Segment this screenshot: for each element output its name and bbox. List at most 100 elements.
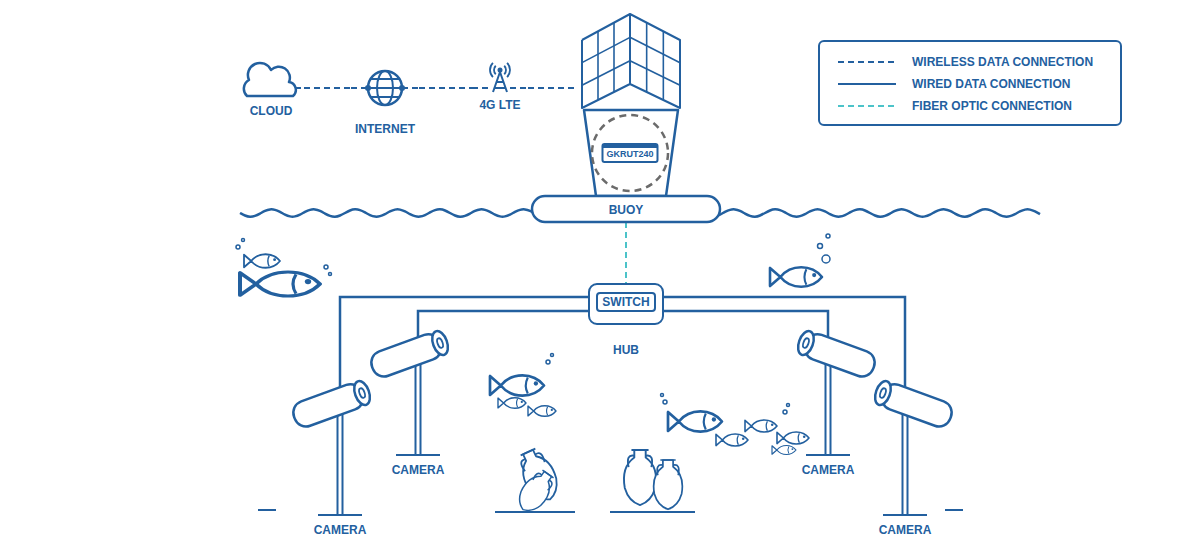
camera-drawing — [872, 372, 955, 515]
solar-array — [582, 14, 680, 108]
camera-post — [806, 362, 850, 455]
bubbles — [818, 244, 823, 249]
fish — [498, 398, 526, 409]
switch-label: SWITCH — [596, 292, 655, 312]
amphora — [624, 450, 656, 505]
signal-arc — [494, 66, 496, 74]
camera-post — [318, 412, 362, 515]
wireless-connection — [304, 87, 351, 89]
solar-panel — [630, 14, 680, 108]
bubbles — [663, 400, 667, 404]
wireless-stub — [472, 87, 490, 89]
amphora — [654, 460, 683, 509]
camera-drawing — [285, 372, 385, 537]
fish — [770, 267, 822, 287]
camera-lens — [795, 329, 817, 357]
buoy-label: BUOY — [606, 204, 647, 217]
legend-sample — [838, 57, 896, 67]
bubbles — [551, 354, 554, 357]
fish — [490, 375, 544, 395]
internet-globe: INTERNET — [351, 68, 419, 136]
signal-arc — [507, 63, 510, 77]
wireless-stub — [510, 87, 528, 89]
fish — [777, 432, 809, 444]
bubbles — [329, 273, 332, 276]
amphora — [513, 467, 559, 517]
hub-label: HUB — [613, 343, 639, 357]
cloud-icon: CLOUD — [238, 58, 304, 118]
camera-lens-inner — [358, 388, 366, 399]
camera-post — [396, 362, 440, 455]
camera-label: CAMERA — [802, 463, 855, 477]
fiber-connection — [625, 222, 627, 283]
legend-text: WIRELESS DATA CONNECTION — [912, 55, 1093, 69]
fish-school — [240, 254, 822, 454]
buoy-station-drawing — [578, 12, 682, 222]
amphorae — [258, 446, 963, 517]
camera-lens-inner — [879, 388, 887, 399]
camera: CAMERA — [285, 372, 385, 537]
signal-arc — [490, 63, 493, 77]
bubbles — [242, 239, 245, 242]
solar-cell-line — [597, 31, 599, 100]
solar-cell-line — [630, 61, 680, 86]
wired-connection — [418, 311, 588, 322]
solar-panel — [582, 14, 630, 108]
router-highlight — [592, 115, 668, 191]
fish — [668, 411, 722, 431]
camera-label: CAMERA — [314, 523, 367, 537]
camera-drawing — [365, 322, 465, 477]
seabed-line — [258, 510, 963, 512]
legend-box: WIRELESS DATA CONNECTION WIRED DATA CONNE… — [818, 40, 1122, 126]
legend-line — [838, 105, 896, 107]
wired-connection — [664, 311, 828, 322]
tower-mast — [493, 72, 507, 92]
tower-tip — [498, 68, 503, 73]
wireless-stub — [295, 87, 304, 89]
fish — [240, 272, 320, 296]
camera-body — [872, 378, 955, 429]
camera-lens-inner — [436, 338, 444, 349]
fish — [745, 420, 777, 432]
legend-text: WIRED DATA CONNECTION — [912, 77, 1070, 91]
camera-drawing — [368, 322, 451, 455]
globe-node — [399, 85, 405, 91]
bubbles — [787, 404, 790, 407]
legend-row: WIRED DATA CONNECTION — [838, 73, 1120, 95]
camera: CAMERA — [365, 322, 465, 477]
solar-cell-line — [646, 23, 648, 92]
router-model: GKRUT240 — [606, 149, 653, 160]
icon-label: INTERNET — [355, 122, 415, 136]
fish — [716, 434, 748, 446]
bubbles — [826, 234, 830, 238]
globe-node — [365, 85, 371, 91]
wireless-connection — [419, 87, 472, 89]
solar-cell-line — [582, 37, 630, 62]
fish — [772, 446, 796, 455]
bubbles — [324, 265, 328, 269]
globe-outline — [368, 71, 402, 105]
wireless-connection — [528, 87, 578, 89]
camera-lens — [429, 329, 451, 357]
signal-arc — [504, 66, 506, 74]
camera-body — [290, 378, 373, 429]
legend-row: FIBER OPTIC CONNECTION — [838, 95, 1120, 117]
buoy-float — [532, 196, 720, 222]
icon-label: CLOUD — [250, 104, 293, 118]
camera-body — [368, 328, 451, 379]
icon-label: 4G LTE — [479, 98, 520, 112]
bubbles — [822, 255, 830, 263]
legend-line — [838, 61, 896, 63]
camera-drawing — [860, 372, 960, 537]
camera-label: CAMERA — [879, 523, 932, 537]
buoy-station: GKRUT240BUOY — [578, 12, 682, 222]
lte-tower: 4G LTE — [472, 58, 528, 112]
bubbles — [661, 394, 664, 397]
camera-lens-inner — [802, 338, 810, 349]
legend-text: FIBER OPTIC CONNECTION — [912, 99, 1072, 113]
camera-drawing — [781, 322, 881, 477]
buoy-housing — [584, 110, 678, 196]
camera-drawing — [290, 372, 373, 515]
camera-drawing — [795, 322, 878, 455]
solar-cell-line — [663, 31, 665, 100]
